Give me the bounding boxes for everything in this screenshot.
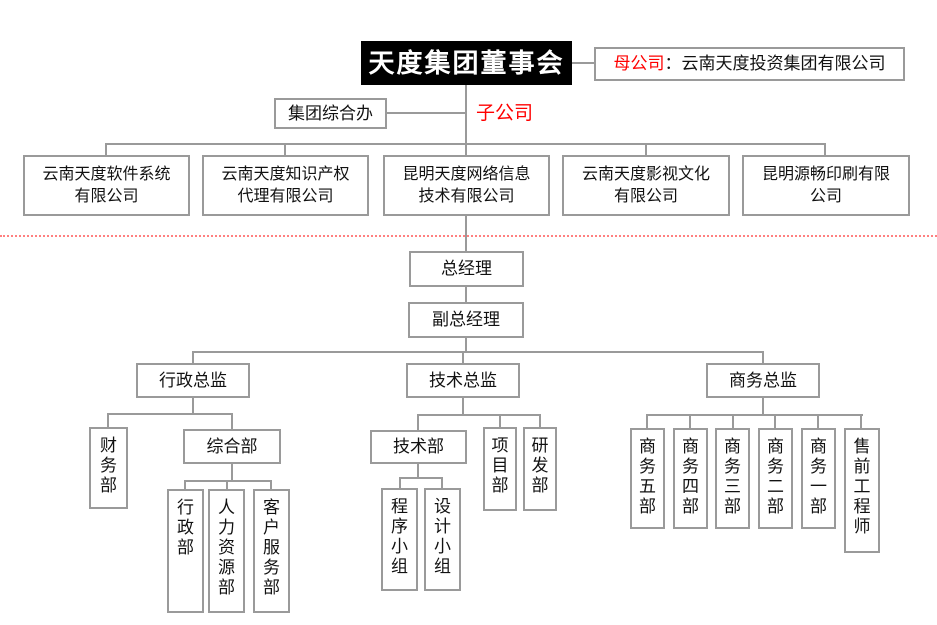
node-business-dept-5: 商 务 五 部 xyxy=(630,428,665,529)
node-presales-engineer: 售 前 工 程 师 xyxy=(844,428,880,553)
connector-line xyxy=(817,414,819,429)
connector-line xyxy=(860,414,862,429)
subsidiary-label: 子公司 xyxy=(476,103,534,124)
connector-line xyxy=(386,112,466,114)
node-subsidiary-network-info: 昆明天度网络信息 技术有限公司 xyxy=(383,155,550,216)
node-tech-dept: 技术部 xyxy=(370,430,467,464)
connector-line xyxy=(184,480,186,490)
connector-line xyxy=(107,413,109,429)
node-human-resources-dept: 人 力 资 源 部 xyxy=(208,489,245,613)
node-subsidiary-ip-agency: 云南天度知识产权 代理有限公司 xyxy=(202,155,369,216)
node-business-dept-1: 商 务 一 部 xyxy=(801,428,836,529)
node-business-dept-2: 商 务 二 部 xyxy=(758,428,793,529)
connector-line xyxy=(465,84,467,155)
node-general-dept: 综合部 xyxy=(183,429,281,464)
connector-line xyxy=(571,62,596,64)
connector-line xyxy=(417,414,419,431)
connector-line xyxy=(539,414,541,428)
connector-line xyxy=(462,351,464,364)
parent-company-colon: ： xyxy=(664,54,682,74)
connector-line xyxy=(270,480,272,490)
node-parent-company: 母公司：云南天度投资集团有限公司 xyxy=(594,47,905,81)
node-deputy-general-manager: 副总经理 xyxy=(408,302,524,338)
connector-line xyxy=(646,414,863,416)
connector-line xyxy=(231,413,233,430)
node-administration-dept: 行 政 部 xyxy=(167,489,204,613)
connector-line xyxy=(465,214,467,252)
connector-line xyxy=(441,477,443,489)
connector-line xyxy=(732,414,734,429)
connector-line xyxy=(499,414,501,428)
connector-line xyxy=(192,397,194,414)
connector-line xyxy=(762,397,764,415)
connector-line xyxy=(417,414,541,416)
connector-line xyxy=(284,143,286,156)
board-title-label: 天度集团董事会 xyxy=(368,47,565,78)
connector-line xyxy=(231,463,233,482)
connector-line xyxy=(105,143,107,156)
node-programming-team: 程 序 小 组 xyxy=(381,488,418,591)
node-design-team: 设 计 小 组 xyxy=(424,488,461,591)
connector-line xyxy=(184,480,272,482)
node-rnd-dept: 研 发 部 xyxy=(523,427,557,511)
node-business-dept-4: 商 务 四 部 xyxy=(673,428,708,529)
connector-line xyxy=(689,414,691,429)
connector-line xyxy=(762,351,764,364)
connector-line xyxy=(192,351,194,364)
connector-line xyxy=(465,337,467,353)
connector-line xyxy=(107,413,233,415)
node-finance-dept: 财 务 部 xyxy=(89,427,128,509)
node-subsidiary-printing: 昆明源畅印刷有限 公司 xyxy=(742,155,910,216)
connector-line xyxy=(105,143,826,145)
parent-company-name: 云南天度投资集团有限公司 xyxy=(681,54,886,74)
node-subsidiary-film-culture: 云南天度影视文化 有限公司 xyxy=(562,155,730,216)
connector-line xyxy=(646,414,648,429)
node-customer-service-dept: 客 户 服 务 部 xyxy=(253,489,290,613)
connector-line xyxy=(226,480,228,490)
connector-line xyxy=(774,414,776,429)
parent-company-prefix: 母公司 xyxy=(613,54,665,74)
node-admin-director: 行政总监 xyxy=(136,363,250,398)
connector-line xyxy=(399,477,401,489)
connector-line xyxy=(645,143,647,156)
node-subsidiary-software: 云南天度软件系统 有限公司 xyxy=(23,155,190,216)
node-business-dept-3: 商 务 三 部 xyxy=(715,428,750,529)
connector-line xyxy=(465,286,467,303)
node-business-director: 商务总监 xyxy=(706,363,820,398)
connector-line xyxy=(417,463,419,479)
connector-line xyxy=(399,477,443,479)
node-group-office: 集团综合办 xyxy=(274,98,387,129)
connector-line xyxy=(824,143,826,156)
node-project-dept: 项 目 部 xyxy=(483,427,517,511)
connector-line xyxy=(462,397,464,415)
connector-line xyxy=(192,351,764,353)
node-tech-director: 技术总监 xyxy=(406,363,520,398)
red-dotted-divider xyxy=(0,235,937,237)
node-board-of-directors: 天度集团董事会 xyxy=(361,41,572,85)
group-office-label: 集团综合办 xyxy=(288,103,373,123)
node-general-manager: 总经理 xyxy=(409,251,524,287)
